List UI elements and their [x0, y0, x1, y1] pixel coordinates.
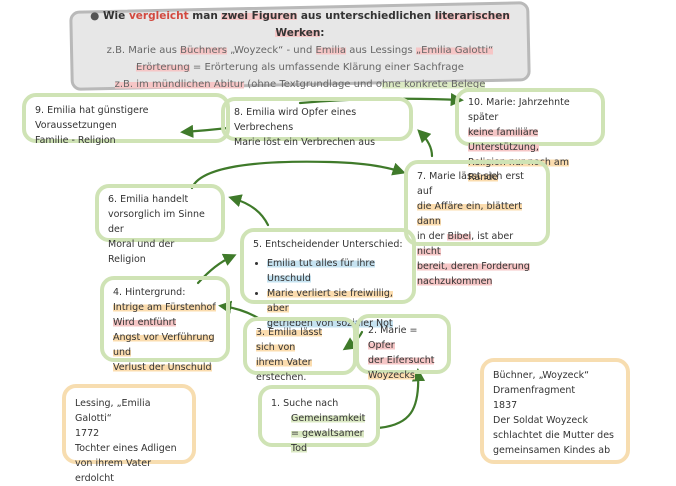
box-10-line-1: 10. Marie: Jahrzehnte später — [468, 97, 570, 123]
box-7: 7. Marie lässt sich erst auf die Affäre … — [404, 160, 550, 287]
box-buechner: Büchner, „Woyzeck“ Dramenfragment 1837 D… — [480, 358, 630, 464]
box-7-line-5: nachzukommen — [417, 276, 493, 287]
box-7-line-3: in der Bibel, ist aber nicht — [417, 231, 514, 257]
box-lessing: Lessing, „Emilia Galotti“ 1772 Tochter e… — [62, 384, 196, 484]
box-4-line-4: Angst vor Verführung und — [113, 332, 215, 358]
box-2-line-3: Woyzecks — [368, 370, 415, 381]
box-5-item-1: Emilia tut alles für ihre Unschuld — [267, 256, 403, 286]
box-7-line-1: 7. Marie lässt sich erst auf — [417, 171, 524, 197]
box-4-line-5: Verlust der Unschuld — [113, 362, 212, 373]
box-2-line-2: der Eifersucht — [368, 355, 435, 366]
box-3-line-2: ihrem Vater — [256, 357, 312, 368]
box-2-line-1: 2. Marie = Opfer — [368, 325, 418, 351]
lessing-line-2: 1772 — [75, 428, 100, 439]
box-4: 4. Hintergrund: Intrige am Fürstenhof Wi… — [100, 276, 230, 373]
box-10: 10. Marie: Jahrzehnte später keine famil… — [455, 88, 605, 183]
lessing-line-1: Lessing, „Emilia Galotti“ — [75, 398, 151, 424]
lessing-line-3: Tochter eines Adligen — [75, 443, 177, 454]
box-1-line-3: = gewaltsamer Tod — [291, 428, 364, 454]
box-9-line-1: 9. Emilia hat günstigere Voraussetzungen — [35, 105, 149, 131]
arrow-1-to-2 — [376, 368, 426, 430]
buechner-line-1: Büchner, „Woyzeck“ — [493, 370, 590, 381]
buechner-line-3: 1837 — [493, 400, 518, 411]
box-2: 2. Marie = Opfer der Eifersucht Woyzecks — [355, 314, 451, 381]
arrow-6-to-7 — [190, 160, 406, 190]
box-4-line-3: Wird entführt — [113, 317, 177, 328]
header-abitur-line: z.B. im mündlichen Abitur (ohne Textgrun… — [114, 79, 486, 90]
box-10-line-2: keine familiäre Unterstützung, — [468, 127, 539, 153]
box-5-list: Emilia tut alles für ihre Unschuld Marie… — [253, 256, 403, 331]
lessing-line-4: von ihrem Vater erdolcht — [75, 458, 152, 484]
box-9: 9. Emilia hat günstigere Voraussetzungen… — [22, 93, 230, 146]
box-8: 8. Emilia wird Opfer eines Verbrechens M… — [221, 97, 413, 148]
arrow-3-to-4 — [218, 300, 260, 320]
box-6: 6. Emilia handelt vorsorglich im Sinne d… — [95, 184, 225, 265]
header-text: ● Wie vergleicht man zwei Figuren aus un… — [70, 8, 530, 93]
header-example-line: z.B. Marie aus Büchners „Woyzeck“ - und … — [106, 45, 494, 56]
box-5-title: 5. Entscheidender Unterschied: — [253, 239, 403, 250]
arrow-5-to-6 — [228, 194, 270, 227]
box-4-line-2: Intrige am Fürstenhof — [113, 302, 216, 313]
box-3-line-1: 3. Emilia lässt sich von — [256, 327, 323, 353]
box-4-line-1: 4. Hintergrund: — [113, 287, 186, 298]
box-6-line-1: 6. Emilia handelt — [108, 194, 189, 205]
box-7-line-4: bereit, deren Forderung — [417, 261, 530, 272]
buechner-line-2: Dramenfragment — [493, 385, 576, 396]
box-1: 1. Suche nach Gemeinsamkeit = gewaltsame… — [258, 385, 380, 454]
box-3-line-3: erstechen. — [256, 372, 307, 383]
arrow-7-to-8 — [417, 129, 434, 158]
box-8-line-1: 8. Emilia wird Opfer eines Verbrechens — [234, 107, 357, 133]
box-6-line-2: vorsorglich im Sinne der — [108, 209, 205, 235]
box-7-line-2: die Affäre ein, blättert dann — [417, 201, 522, 227]
box-6-line-3: Moral und der Religion — [108, 239, 175, 265]
box-5: 5. Entscheidender Unterschied: Emilia tu… — [240, 228, 416, 329]
box-3: 3. Emilia lässt sich von ihrem Vater ers… — [243, 317, 357, 383]
page-title: ● Wie vergleicht man zwei Figuren aus un… — [90, 10, 510, 39]
header-eroerterung-line: Erörterung = Erörterung als umfassende K… — [136, 62, 464, 73]
buechner-line-6: gemeinsamen Kindes ab — [493, 445, 611, 456]
box-1-line-2: Gemeinsamkeit — [291, 413, 366, 424]
box-1-line-1: 1. Suche nach — [271, 398, 339, 409]
box-8-line-2: Marie löst ein Verbrechen aus — [234, 137, 376, 148]
buechner-line-5: schlachtet die Mutter des — [493, 430, 615, 441]
buechner-line-4: Der Soldat Woyzeck — [493, 415, 588, 426]
box-9-line-2: Familie - Religion — [35, 135, 116, 146]
box-5-item-2: Marie verliert sie freiwillig, abergetri… — [267, 286, 403, 331]
